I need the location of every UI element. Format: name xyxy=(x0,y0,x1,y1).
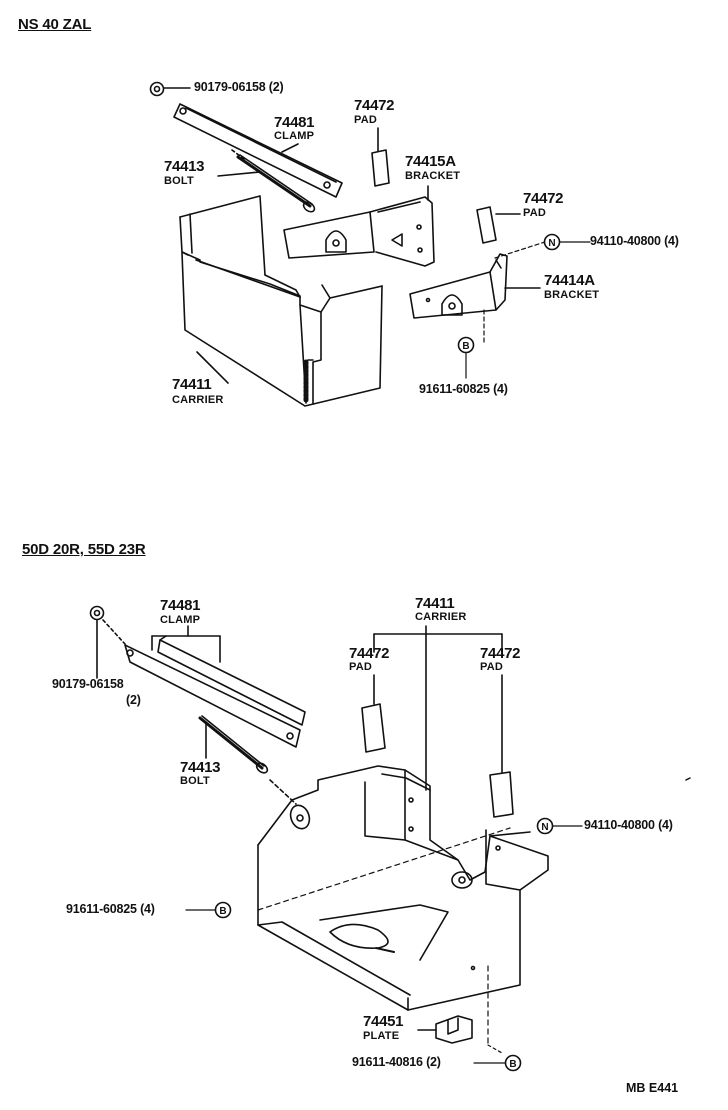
n-ref-label-1: 94110-40800 (4) xyxy=(590,234,679,248)
bracket-b-number-1: 74414A xyxy=(544,272,595,289)
clamp-name-1: CLAMP xyxy=(274,130,315,142)
plate-part-1 xyxy=(417,1015,473,1044)
clamp-number-2: 74481 xyxy=(160,597,201,614)
pad-part-2 xyxy=(476,206,521,244)
carrier-name-2: CARRIER xyxy=(415,611,467,623)
svg-text:N: N xyxy=(541,822,548,833)
bolt-name-2: BOLT xyxy=(180,775,210,787)
svg-text:B: B xyxy=(509,1059,516,1070)
clamp-name-2: CLAMP xyxy=(160,614,201,626)
pad-number-3: 74472 xyxy=(349,645,390,662)
fastener-line-n-1 xyxy=(494,241,546,259)
bolt-name-1: BOLT xyxy=(164,175,194,187)
bolt-part-1 xyxy=(217,149,316,213)
pad-name-1: PAD xyxy=(354,114,378,126)
bracket-b-name-1: BRACKET xyxy=(544,289,600,301)
marker-b-3: B xyxy=(504,1054,522,1072)
nut-ref-label-1: 90179-06158 (2) xyxy=(194,80,284,94)
bracket-a-number-1: 74415A xyxy=(405,153,456,170)
pad-name-4: PAD xyxy=(480,661,504,673)
clamp-number-1: 74481 xyxy=(274,114,315,131)
svg-text:B: B xyxy=(462,341,469,352)
b-ref-label-2: 91611-60825 (4) xyxy=(66,902,155,916)
svg-text:N: N xyxy=(548,238,555,249)
bracket-b-part-1 xyxy=(409,253,541,319)
marker-b-1: B xyxy=(457,336,475,354)
marker-n-2: N xyxy=(536,817,554,835)
carrier-number-2: 74411 xyxy=(415,595,455,612)
n-ref-label-2: 94110-40800 (4) xyxy=(584,818,673,832)
carrier-name-1: CARRIER xyxy=(172,394,224,406)
pad-number-2: 74472 xyxy=(523,190,564,207)
bracket-a-part-1 xyxy=(283,185,435,267)
bolt-number-1: 74413 xyxy=(164,158,205,175)
marker-b-2: B xyxy=(214,901,232,919)
svg-text:B: B xyxy=(219,906,226,917)
nut-top-2 xyxy=(89,605,126,679)
section-heading-2: 50D 20R, 55D 23R xyxy=(22,541,146,558)
nut-top-1 xyxy=(149,81,191,97)
section-heading-1: NS 40 ZAL xyxy=(18,16,92,33)
plate-number-1: 74451 xyxy=(363,1013,404,1030)
nut-ref-label-2: 90179-06158 xyxy=(52,677,124,691)
pad-number-4: 74472 xyxy=(480,645,521,662)
footer-code: MB E441 xyxy=(626,1081,679,1095)
nut-ref-qty-2: (2) xyxy=(126,693,141,707)
plate-name-1: PLATE xyxy=(363,1030,400,1042)
clamp-part-2 xyxy=(124,625,306,748)
pad-name-2: PAD xyxy=(523,207,547,219)
marker-n-1: N xyxy=(543,233,561,251)
b2-ref-label-2: 91611-40816 (2) xyxy=(352,1055,441,1069)
pad-part-1 xyxy=(371,127,390,187)
bracket-a-name-1: BRACKET xyxy=(405,170,461,182)
carrier-part-1 xyxy=(179,195,383,407)
carrier-number-1: 74411 xyxy=(172,376,212,393)
pad-part-4 xyxy=(489,674,514,818)
b-ref-label-1: 91611-60825 (4) xyxy=(419,382,508,396)
pad-part-3 xyxy=(361,674,386,753)
bolt-number-2: 74413 xyxy=(180,759,221,776)
clamp-part-1 xyxy=(173,103,343,198)
carrier-part-2 xyxy=(257,765,549,1011)
pad-number-1: 74472 xyxy=(354,97,395,114)
pad-name-3: PAD xyxy=(349,661,373,673)
